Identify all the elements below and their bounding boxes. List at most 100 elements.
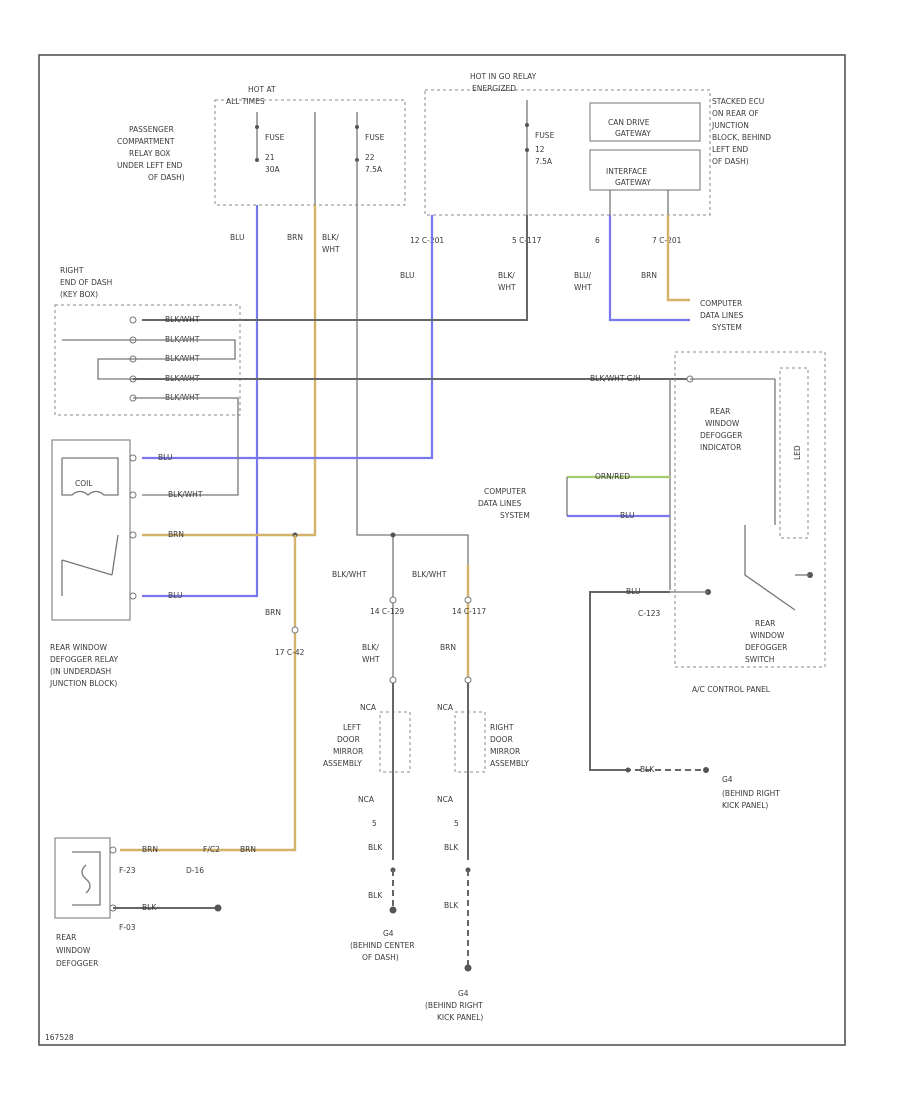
label-blkwht-top-2: WHT [322, 245, 340, 254]
left-mirror-box [379, 711, 411, 773]
junction-title-3: (KEY BOX) [60, 290, 98, 299]
go-relay-outline [424, 89, 711, 216]
defogger-f23: F-23 [119, 866, 136, 875]
fuse12-3: 7.5A [535, 157, 553, 166]
left-mirror-top: NCA [360, 703, 377, 712]
relay-box-3: RELAY BOX [129, 149, 170, 158]
fuse21-1: FUSE [265, 133, 285, 142]
defogger-f03: F-03 [119, 923, 136, 932]
right-mirror-title-4: ASSEMBLY [490, 759, 529, 768]
relay-box-4: UNDER LEFT END [117, 161, 183, 170]
defogger-relay-box [51, 439, 131, 621]
right-mirror-top: NCA [437, 703, 454, 712]
label-orn-red: ORN/RED [595, 472, 630, 481]
left-mirror-wire-2: WHT [362, 655, 380, 664]
g4-center-3: OF DASH) [362, 953, 399, 962]
g4-kick2-2: (BEHIND RIGHT [425, 1001, 483, 1010]
relay-box-5: OF DASH) [148, 173, 185, 182]
cdl-top-3: SYSTEM [712, 323, 742, 332]
stacked-ecu-3: JUNCTION [711, 121, 749, 130]
wire-blkwht-fuse22 [356, 160, 469, 565]
ac-switch-3: DEFOGGER [745, 643, 787, 652]
passenger-relay-box-outline [214, 99, 406, 206]
relay-pin-2: BLK/WHT [168, 490, 203, 499]
relay-title-3: (IN UNDERDASH [50, 667, 111, 676]
left-mirror-title-1: LEFT [343, 723, 361, 732]
label-blu-sw: BLU [626, 587, 640, 596]
left-mirror-bottom: NCA [358, 795, 375, 804]
relay-pin-3: BRN [168, 530, 184, 539]
fuse21-2: 21 [265, 153, 275, 162]
g4-kick2-1: G4 [458, 989, 469, 998]
label-bluwht-2: WHT [574, 283, 592, 292]
fuse22-3: 7.5A [365, 165, 383, 174]
g4-kick-1: G4 [722, 775, 733, 784]
label-c201-12: 12 C-201 [410, 236, 444, 245]
interface-gateway-box [589, 149, 701, 191]
led-label: LED [793, 445, 802, 460]
label-blu-top: BLU [230, 233, 244, 242]
can-drive-1: CAN DRIVE [608, 118, 650, 127]
right-mirror-pin: 5 [454, 819, 459, 828]
ac-indicator-2: WINDOW [705, 419, 740, 428]
relay-box-2: COMPARTMENT [117, 137, 175, 146]
fuse12-1: FUSE [535, 131, 555, 140]
right-mirror-title-3: MIRROR [490, 747, 520, 756]
right-mirror-box [454, 711, 486, 773]
label-blkwht-top-1: BLK/ [322, 233, 339, 242]
g4-kick-2: (BEHIND RIGHT [722, 789, 780, 798]
hot-in-go-1: HOT IN GO RELAY [470, 72, 537, 81]
right-mirror-title-2: DOOR [490, 735, 513, 744]
defogger-wire-left: BRN [142, 845, 158, 854]
junction-title-1: RIGHT [60, 266, 84, 275]
g4-center-2: (BEHIND CENTER [350, 941, 415, 950]
defogger-d16: D-16 [186, 866, 204, 875]
cdl-top-2: DATA LINES [700, 311, 743, 320]
ac-switch-2: WINDOW [750, 631, 785, 640]
label-blkwht-mid-1: BLK/ [498, 271, 515, 280]
left-mirror-c129: 14 C-129 [370, 607, 404, 616]
diagram-frame [38, 54, 846, 1046]
wire-brn-cdl [666, 215, 690, 302]
ac-indicator-1: REAR [710, 407, 730, 416]
stacked-ecu-6: OF DASH) [712, 157, 749, 166]
left-mirror-blkwht: BLK/WHT [332, 570, 367, 579]
cdl-mid-1: COMPUTER [484, 487, 526, 496]
label-brn-top: BRN [287, 233, 303, 242]
cdl-mid-3: SYSTEM [500, 511, 530, 520]
g4-center-1: G4 [383, 929, 394, 938]
relay-pin-4: BLU [168, 591, 182, 600]
junction-row-1: BLK/WHT [165, 315, 200, 324]
label-c42: 17 C-42 [275, 648, 305, 657]
defogger-title-3: DEFOGGER [56, 959, 98, 968]
left-mirror-title-3: MIRROR [333, 747, 363, 756]
defogger-blk: BLK [142, 903, 157, 912]
relay-title-2: DEFOGGER RELAY [50, 655, 119, 664]
label-brn-mid: BRN [641, 271, 657, 280]
right-mirror-bottom: NCA [437, 795, 454, 804]
wire-blu-fuse21 [142, 205, 259, 598]
label-pin6: 6 [595, 236, 600, 245]
hot-in-go-2: ENERGIZED [472, 84, 516, 93]
wire-blu-switch [589, 591, 670, 771]
left-mirror-blk2: BLK [368, 891, 383, 900]
left-mirror-title-4: ASSEMBLY [323, 759, 362, 768]
wire-bluwht-cdl [608, 215, 690, 322]
cdl-mid-2: DATA LINES [478, 499, 521, 508]
label-blkwht-mid-2: WHT [498, 283, 516, 292]
ac-switch-1: REAR [755, 619, 775, 628]
label-blu-cdl: BLU [620, 511, 634, 520]
stacked-ecu-1: STACKED ECU [712, 97, 764, 106]
right-mirror-blkwht: BLK/WHT [412, 570, 447, 579]
label-bluwht-1: BLU/ [574, 271, 591, 280]
wire-brn-defogger [120, 535, 297, 852]
right-mirror-wire: BRN [440, 643, 456, 652]
label-blu-mid: BLU [400, 271, 414, 280]
wire-brn-main [142, 205, 317, 537]
stacked-ecu-4: BLOCK, BEHIND [712, 133, 771, 142]
left-mirror-blk1: BLK [368, 843, 383, 852]
right-mirror-blk2: BLK [444, 901, 459, 910]
relay-box-1: PASSENGER [129, 125, 174, 134]
cdl-top-1: COMPUTER [700, 299, 742, 308]
